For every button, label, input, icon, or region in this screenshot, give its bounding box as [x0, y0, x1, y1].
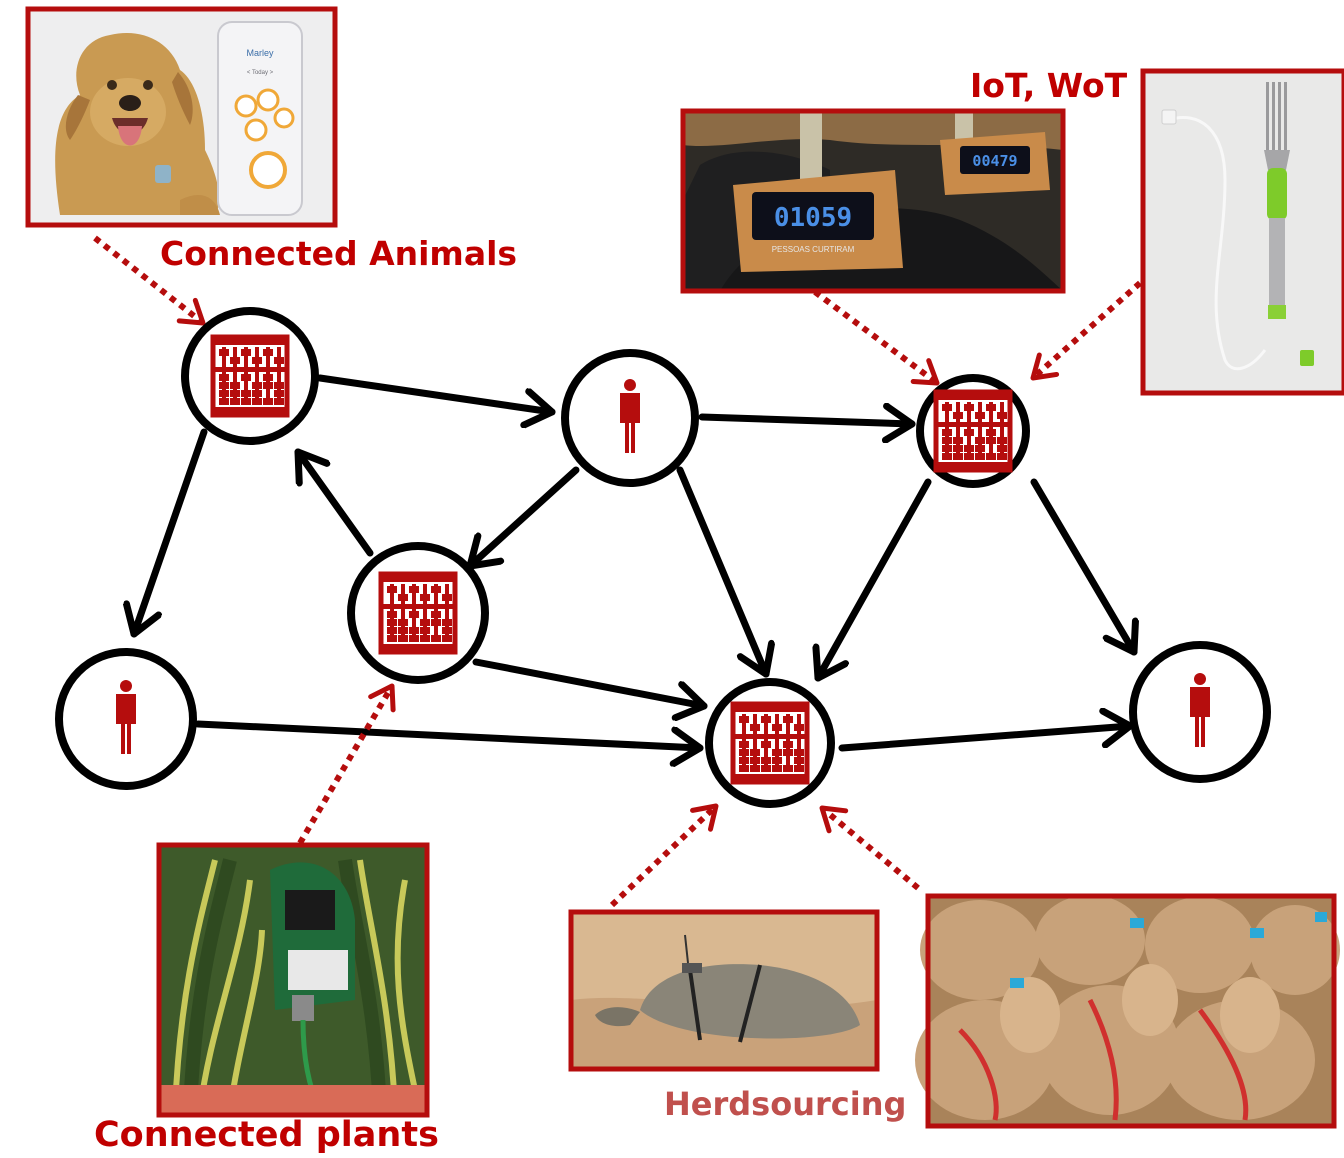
connected-animals-photo: Marley < Today > — [25, 6, 338, 228]
counter-main-digits: 01059 — [774, 203, 852, 233]
edge-b-to-d — [466, 466, 580, 570]
connected-plants-label: Connected plants — [94, 1115, 439, 1155]
link-sheep-to-node-g — [819, 805, 920, 891]
edge-c-to-h — [1030, 478, 1134, 656]
counter-caption: PESSOAS CURTIRAM — [772, 245, 855, 254]
link-plant-to-node-d — [297, 683, 396, 845]
edge-a-to-b — [316, 374, 556, 412]
node-b — [561, 349, 699, 487]
app-title: Marley — [246, 48, 274, 58]
edge-d-to-a — [294, 448, 374, 557]
counter-device-photo: 01059 PESSOAS CURTIRAM 00479 — [680, 108, 1066, 294]
node-h — [1129, 641, 1271, 783]
node-e — [55, 648, 197, 790]
abacus-icon — [733, 704, 807, 782]
connected-animals-label: Connected Animals — [160, 234, 518, 273]
turtle-photo — [568, 909, 880, 1072]
abacus-icon — [936, 392, 1010, 470]
connected-plant-photo — [156, 842, 430, 1118]
smart-fork-photo — [1140, 68, 1344, 396]
counter-small-digits: 00479 — [972, 152, 1017, 170]
node-c — [916, 374, 1030, 488]
edge-b-to-g — [676, 466, 766, 678]
graph-nodes — [55, 307, 1271, 808]
herdsourcing-label: Herdsourcing — [664, 1085, 907, 1123]
link-fork-to-node-c — [1030, 280, 1142, 381]
edge-b-to-c — [698, 417, 916, 424]
abacus-icon — [381, 574, 455, 652]
sheep-photo — [915, 893, 1340, 1129]
edge-e-to-g — [194, 720, 704, 748]
abacus-icon — [213, 337, 287, 415]
dog-image — [55, 33, 220, 215]
node-d — [347, 542, 489, 684]
node-a — [181, 307, 319, 445]
app-day: < Today > — [247, 70, 274, 76]
node-g — [705, 678, 835, 808]
edge-c-to-g — [818, 478, 932, 682]
iot-wot-label: IoT, WoT — [970, 66, 1128, 105]
phone-app-image: Marley < Today > — [217, 21, 303, 216]
edge-d-to-g — [472, 658, 708, 706]
source-links — [93, 235, 1142, 908]
link-counter-to-node-c — [813, 289, 940, 386]
edge-a-to-e — [134, 428, 208, 638]
link-turtle-to-node-g — [609, 803, 719, 908]
edge-g-to-h — [838, 726, 1134, 752]
graph-edges — [134, 374, 1134, 752]
